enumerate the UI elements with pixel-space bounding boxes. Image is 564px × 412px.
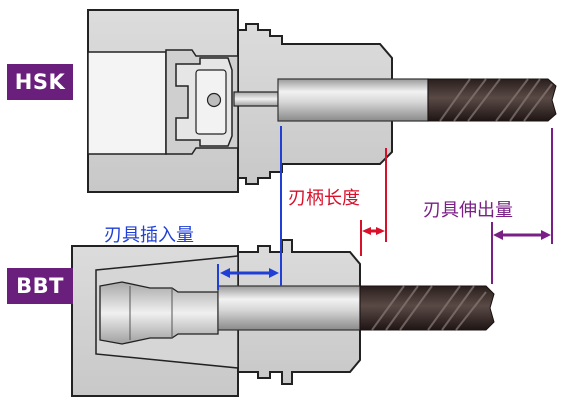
hsk-badge: HSK bbox=[7, 64, 73, 100]
insertion-depth-arrowhead-right bbox=[269, 268, 279, 278]
shank-length-dimension bbox=[360, 148, 387, 256]
bbt-holder bbox=[71, 239, 495, 397]
tool-overhang-arrowhead-right bbox=[541, 230, 551, 240]
shank-length-arrowhead-right bbox=[376, 227, 385, 235]
insertion-depth-label: 刃具插入量 bbox=[104, 225, 194, 246]
insertion-depth-dimension bbox=[217, 126, 282, 290]
hsk-spindle-bore bbox=[87, 51, 167, 155]
bbt-badge: BBT bbox=[7, 268, 73, 304]
tool-overhang-dimension bbox=[491, 128, 553, 284]
hsk-tool-shank bbox=[277, 78, 429, 122]
tool-overhang-arrowhead-left bbox=[493, 230, 503, 240]
hsk-holder bbox=[87, 9, 557, 193]
tool-overhang-label: 刃具伸出量 bbox=[423, 200, 513, 221]
insertion-depth-arrowhead-left bbox=[220, 268, 230, 278]
hsk-end-mill-flutes bbox=[427, 78, 557, 122]
bbt-flute-highlights bbox=[371, 285, 487, 331]
bbt-tool-shank bbox=[217, 285, 361, 331]
hsk-flute-highlights bbox=[439, 78, 553, 122]
hsk-clamp-screw bbox=[206, 92, 222, 108]
hsk-coolant-tube bbox=[233, 91, 279, 107]
shank-length-label: 刃柄长度 bbox=[288, 188, 360, 209]
shank-length-arrowhead-left bbox=[362, 227, 371, 235]
